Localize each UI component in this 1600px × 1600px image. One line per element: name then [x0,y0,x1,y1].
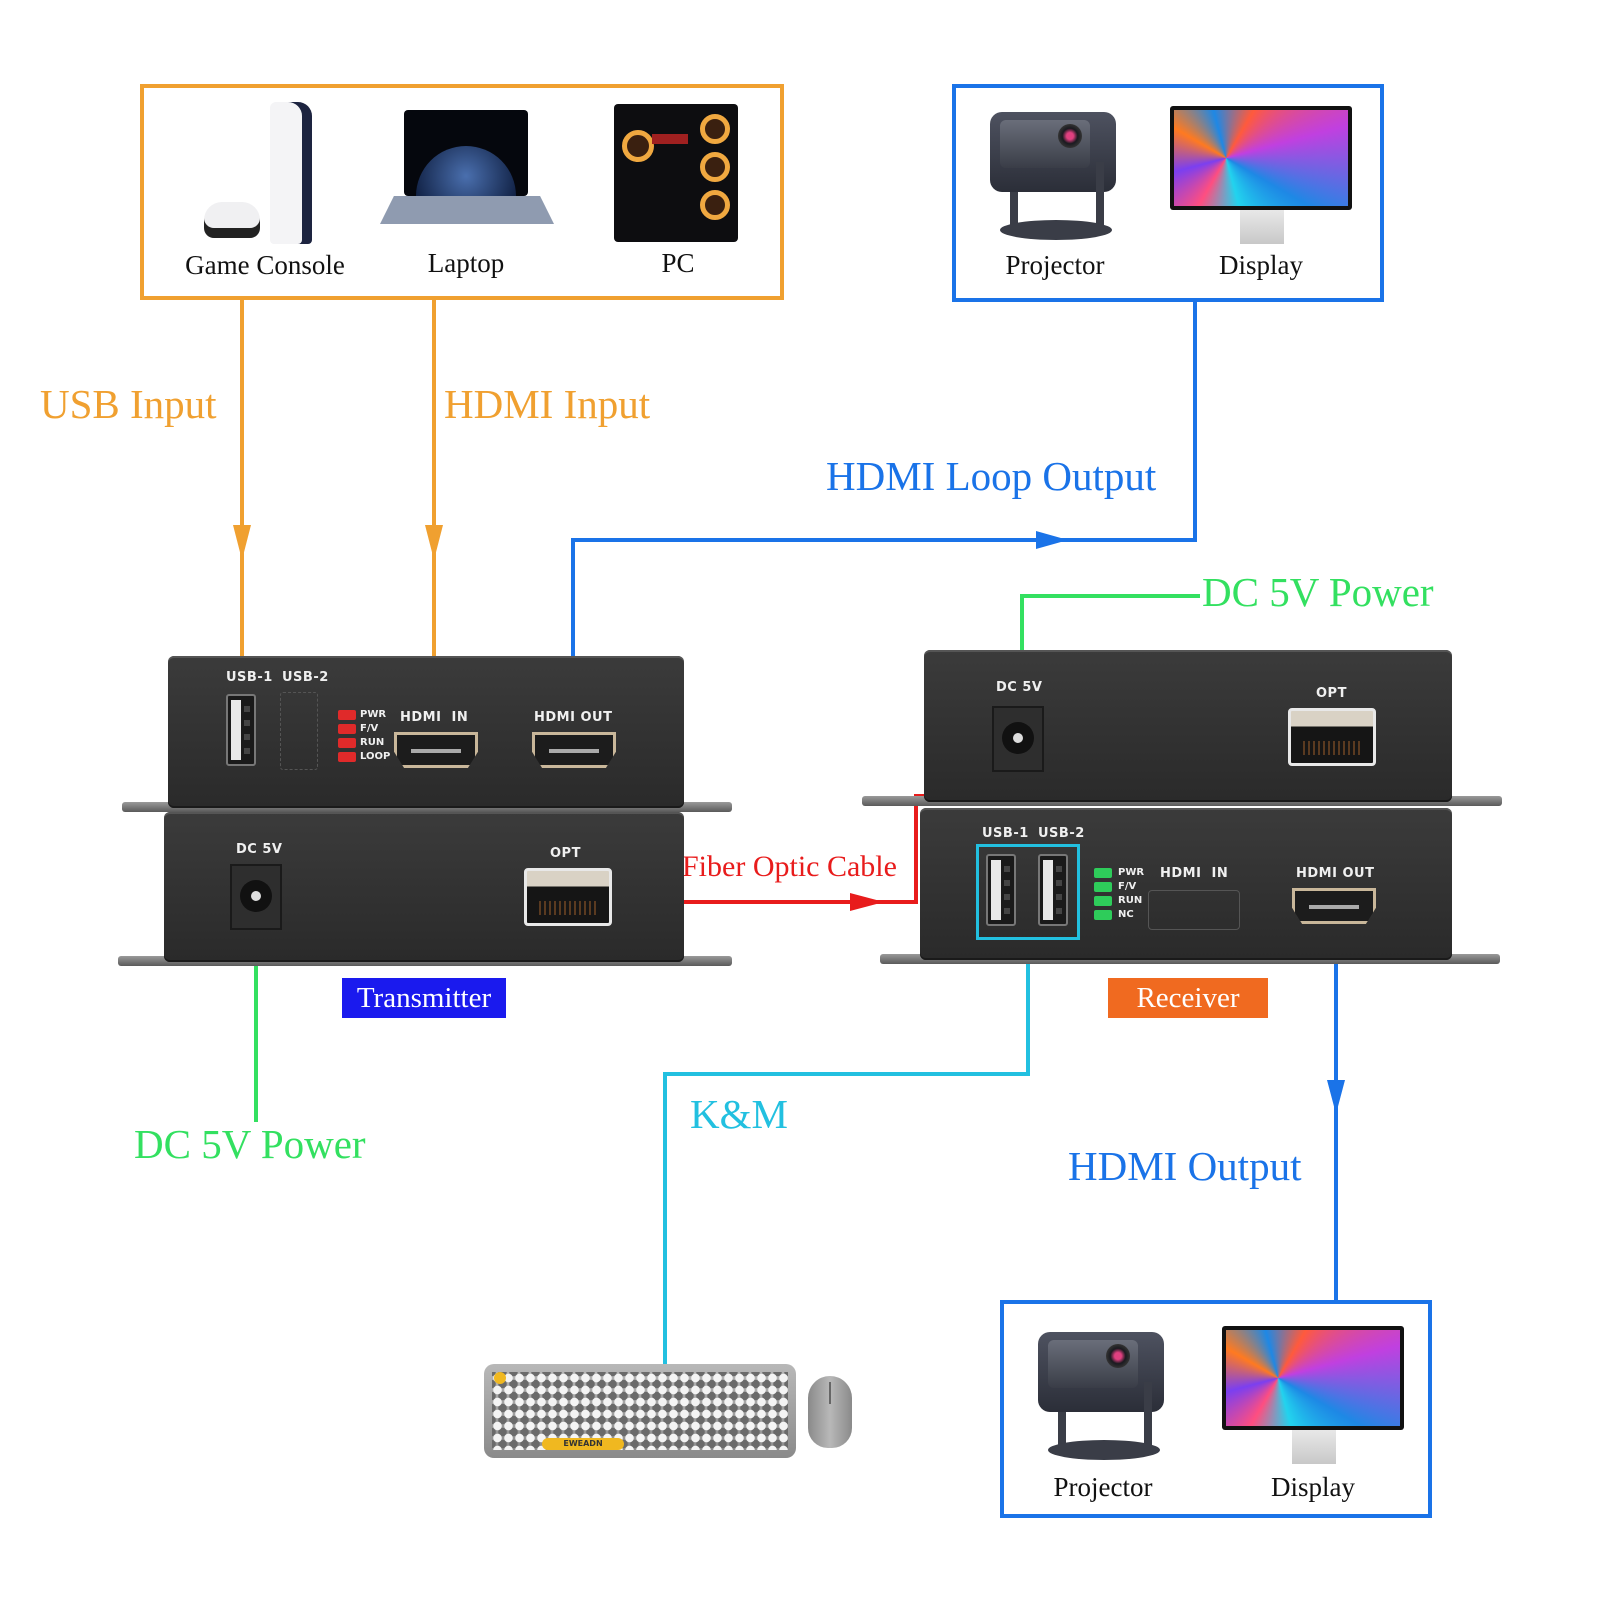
tx-led-label-run: RUN [360,737,385,748]
tx-usb2-slot [280,692,318,770]
tx-usb2-label: USB-2 [282,670,329,685]
km-label: K&M [690,1091,788,1137]
keyboard-icon: EWEADN [484,1364,796,1458]
rx-led-run [1094,896,1112,906]
device-label-projector: Projector [1005,250,1105,280]
monitor-icon [1170,106,1352,246]
receiver-back-panel: DC 5V OPT [924,650,1452,802]
transmitter-back-panel: DC 5V OPT [164,812,684,962]
tx-dc-label: DC 5V [236,842,283,857]
tx-usb1-label: USB-1 [226,670,273,685]
tx-dc-jack[interactable] [230,864,282,930]
tx-led-run [338,738,356,748]
projector-icon [1034,1328,1168,1464]
rx-led-pwr [1094,868,1112,878]
device-label-display: Display [1271,1472,1355,1502]
hdmi-input-label: HDMI Input [444,381,651,427]
hdmi-output-label: HDMI Output [1068,1143,1302,1189]
transmitter-front-panel: USB-1 USB-2 PWR F/V RUN LOOP HDMI IN HDM… [168,656,684,808]
rx-opt-label: OPT [1316,686,1347,701]
device-label-pc: PC [661,248,695,278]
rx-usb1-label: USB-1 [982,826,1029,841]
rx-hdmi-in-slot [1148,890,1240,930]
rx-usb2-label: USB-2 [1038,826,1085,841]
hdmi-output-line [1327,922,1345,1302]
tx-hdmi-out-label: HDMI OUT [534,710,613,725]
receiver-tag: Receiver [1108,978,1268,1018]
rx-led-label-pwr: PWR [1118,867,1145,878]
rx-hdmi-in-label: HDMI IN [1160,866,1229,881]
rx-usb1-port[interactable] [986,854,1016,926]
rx-led-fv [1094,882,1112,892]
hdmi-loop-output-label: HDMI Loop Output [826,453,1157,499]
pc-tower-icon [614,100,744,246]
rx-hdmi-out-port[interactable] [1292,888,1376,924]
rx-opt-port[interactable] [1288,708,1376,766]
source-devices-box: Game Console Laptop PC [140,84,784,300]
usb-input-line [233,300,251,708]
tx-usb1-port[interactable] [226,694,256,766]
tx-power-label: DC 5V Power [134,1121,366,1167]
keyboard-brand: EWEADN [542,1438,624,1450]
receiver-front-panel: USB-1 USB-2 PWR F/V RUN NC HDMI IN HDMI … [920,808,1452,960]
rx-led-label-nc: NC [1118,909,1134,920]
rx-led-nc [1094,910,1112,920]
device-label-projector: Projector [1053,1472,1153,1502]
rx-hdmi-out-label: HDMI OUT [1296,866,1375,881]
tx-hdmi-out-port[interactable] [532,732,616,768]
device-label-laptop: Laptop [427,248,505,278]
rx-led-label-fv: F/V [1118,881,1137,892]
tx-opt-port[interactable] [524,868,612,926]
loop-display-box: Projector Display [952,84,1384,302]
game-console-icon [196,102,336,248]
device-label-display: Display [1219,250,1303,280]
tx-hdmi-in-label: HDMI IN [400,710,469,725]
km-line [663,930,1030,1365]
device-label-game-console: Game Console [185,250,345,280]
rx-dc-jack[interactable] [992,706,1044,772]
tx-led-fv [338,724,356,734]
projector-icon [986,108,1120,244]
mouse-icon [808,1376,852,1448]
tx-led-label-fv: F/V [360,723,379,734]
tx-led-label-pwr: PWR [360,709,387,720]
rx-power-label: DC 5V Power [1202,569,1434,615]
rx-led-label-run: RUN [1118,895,1143,906]
tx-led-loop [338,752,356,762]
laptop-icon [380,110,554,234]
rx-usb2-port[interactable] [1038,854,1068,926]
transmitter-tag: Transmitter [342,978,506,1018]
output-display-box: Projector Display [1000,1300,1432,1518]
fiber-optic-label: Fiber Optic Cable [682,850,897,883]
rx-dc-label: DC 5V [996,680,1043,695]
usb-input-label: USB Input [40,381,217,427]
rx-km-usb-highlight [976,844,1080,940]
tx-led-label-loop: LOOP [360,751,391,762]
tx-opt-label: OPT [550,846,581,861]
monitor-icon [1222,1326,1404,1466]
tx-hdmi-in-port[interactable] [394,732,478,768]
tx-led-pwr [338,710,356,720]
